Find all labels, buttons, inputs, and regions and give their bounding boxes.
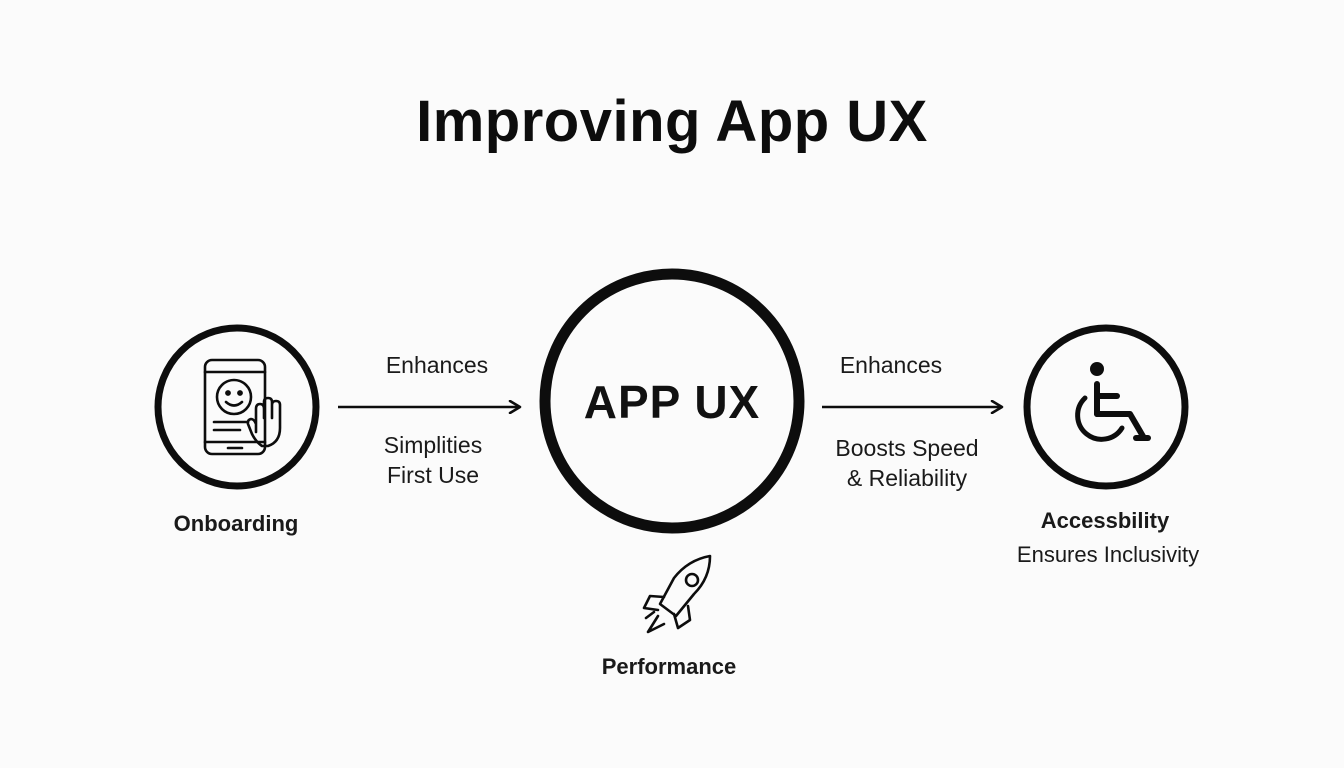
left-arrow-bottom-label-1: Simplities (383, 432, 483, 458)
right-arrow-bottom-label-1: Boosts Speed (835, 435, 979, 461)
accessibility-label: Accessbility (1040, 508, 1170, 533)
left-arrow-top-label: Enhances (385, 352, 489, 378)
accessibility-circle (1023, 324, 1189, 490)
onboarding-label: Onboarding (173, 511, 299, 536)
wheelchair-icon (1075, 362, 1151, 442)
center-circle (539, 268, 805, 534)
diagram-title: Improving App UX (416, 89, 928, 154)
right-arrow-top-label: Enhances (839, 352, 943, 378)
center-label: APP UX (583, 376, 761, 428)
right-arrow-bottom-label-2: & Reliability (846, 465, 968, 491)
phone-hand-icon (203, 358, 282, 456)
onboarding-circle (154, 324, 320, 490)
accessibility-sublabel: Ensures Inclusivity (1016, 542, 1200, 567)
performance-label: Performance (601, 654, 737, 679)
rocket-icon (642, 554, 712, 634)
left-arrow-bottom-label-2: First Use (387, 462, 479, 488)
